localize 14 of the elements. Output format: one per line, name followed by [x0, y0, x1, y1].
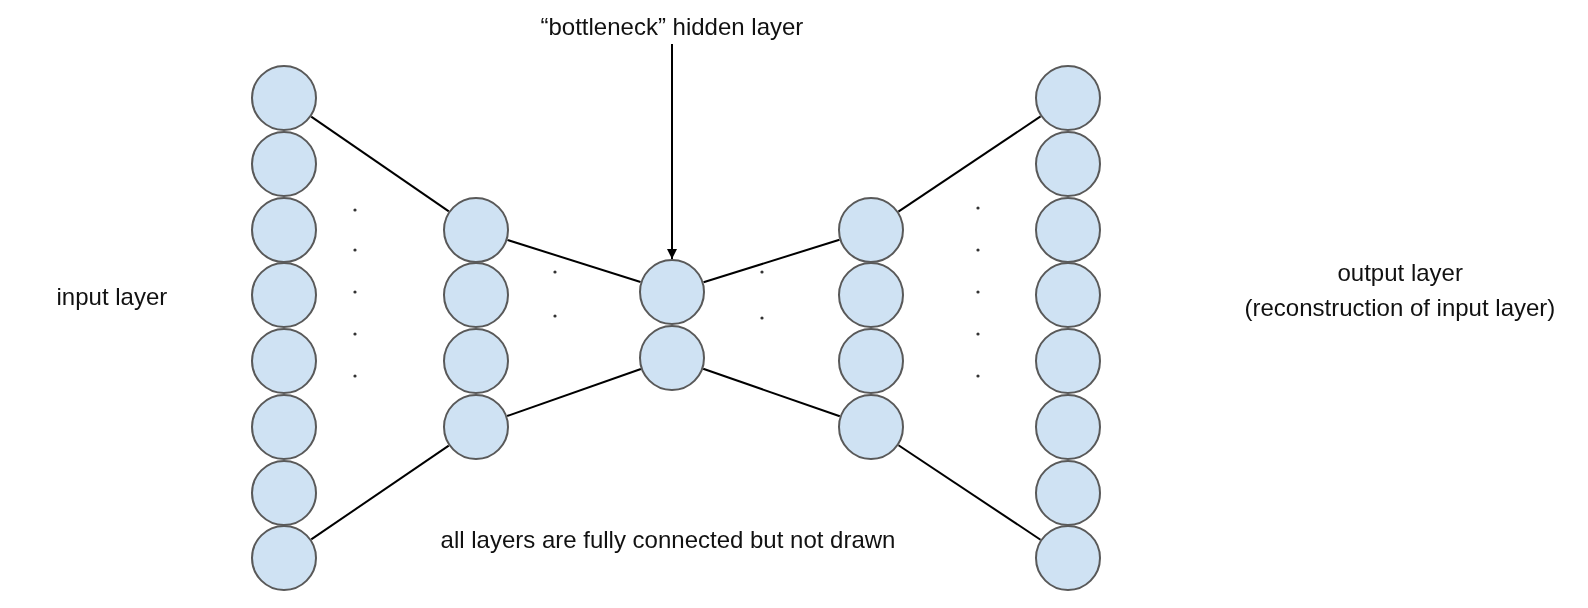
connection-line — [702, 367, 841, 418]
connection-line — [702, 238, 841, 284]
arrow — [667, 43, 677, 260]
connection-line — [506, 238, 642, 284]
connection-line — [506, 367, 642, 418]
connection-line — [310, 115, 450, 213]
connection-line — [897, 115, 1042, 213]
connection-line — [310, 444, 450, 541]
layer-label: input layer — [56, 282, 168, 312]
layer-label: “bottleneck” hidden layer — [540, 10, 804, 44]
layer-label: (reconstruction of input layer) — [1244, 293, 1556, 323]
connection-line — [897, 444, 1042, 541]
note-text: all layers are fully connected but not drawn — [439, 525, 897, 555]
layer-label: output layer — [1337, 258, 1463, 288]
